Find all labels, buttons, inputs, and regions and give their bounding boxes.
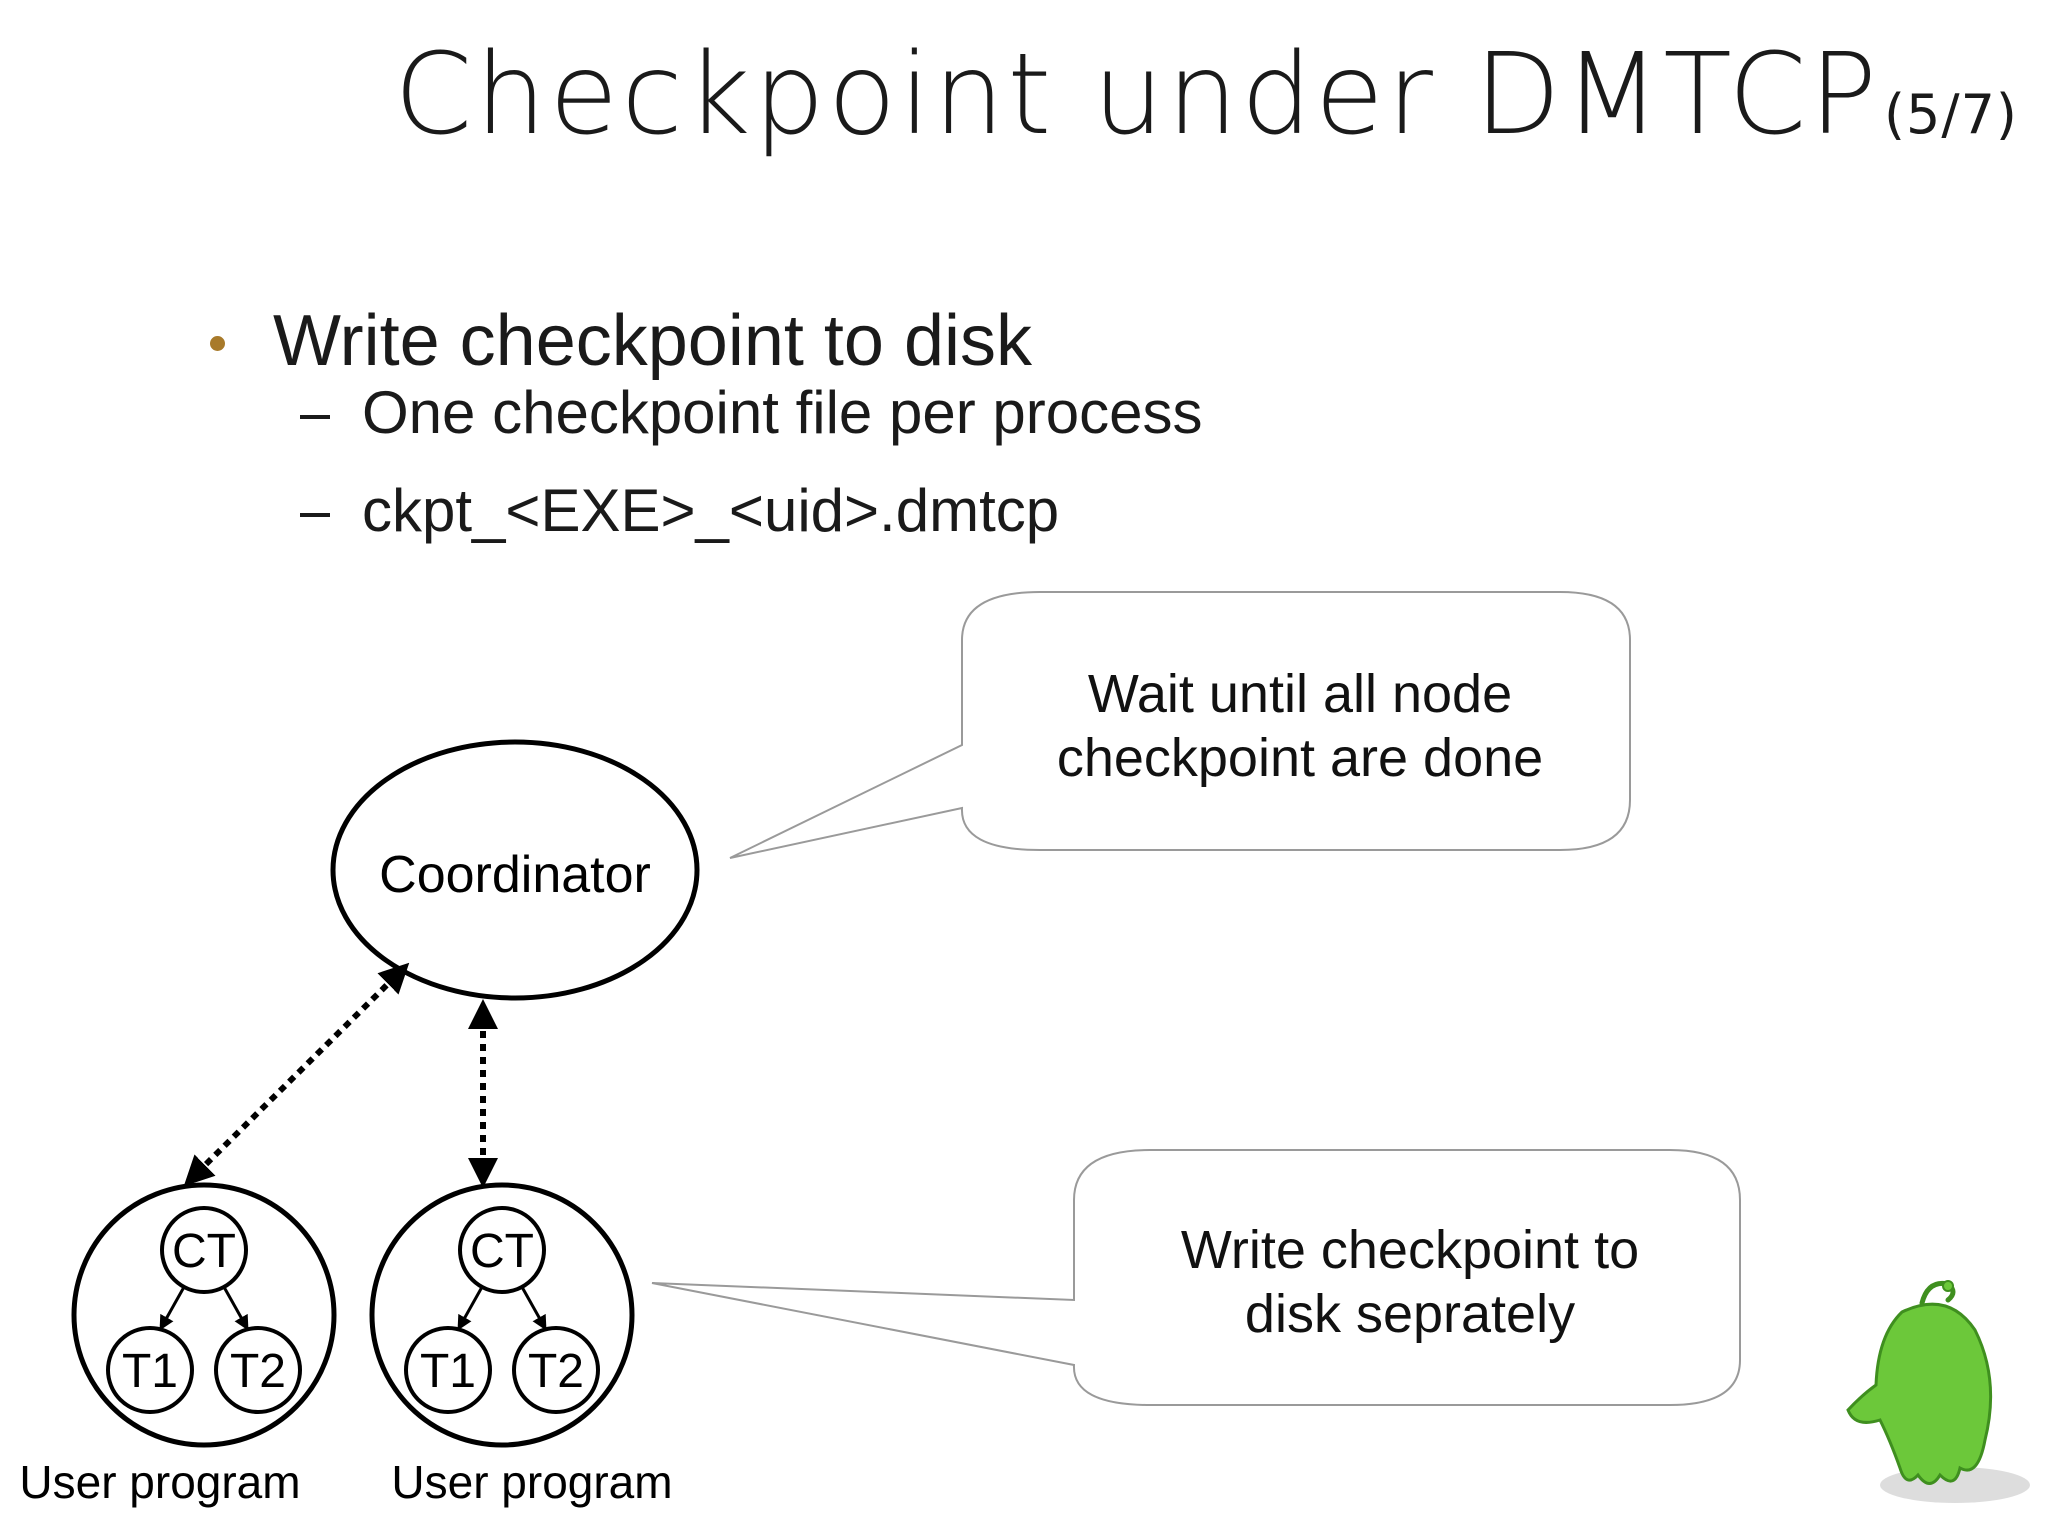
t1-label: T1 <box>420 1345 476 1398</box>
ct-node <box>160 1206 248 1294</box>
ct-label: CT <box>172 1225 236 1278</box>
coordinator-label: Coordinator <box>379 846 651 904</box>
green-mascot-icon <box>1846 1280 2030 1503</box>
callout-bottom-text: Write checkpoint to disk seprately <box>1100 1218 1720 1346</box>
dash-icon <box>300 414 330 419</box>
callout-top-line-1: Wait until all node <box>1087 664 1513 724</box>
sub-bullet-item: One checkpoint file per process <box>300 378 1202 447</box>
user-program-label: User program <box>391 1456 672 1508</box>
bullet-dot-icon <box>210 335 225 351</box>
t2-node <box>214 1326 302 1414</box>
title-counter: (5/7) <box>1883 83 2018 146</box>
t1-node <box>106 1326 194 1414</box>
bullet-text: Write checkpoint to disk <box>273 301 1032 381</box>
callout-bottom-line-2: disk seprately <box>1244 1284 1576 1344</box>
callout-bottom-line-1: Write checkpoint to <box>1180 1220 1640 1280</box>
callout-top-bubble <box>729 591 1631 859</box>
ct-node <box>458 1206 546 1294</box>
ct-t2-arrow <box>520 1286 547 1331</box>
callout-top-text: Wait until all node checkpoint are done <box>990 662 1610 790</box>
t2-node <box>512 1326 600 1414</box>
coordinator-node <box>330 739 700 1001</box>
ct-t1-arrow <box>457 1286 484 1331</box>
slide-title: Checkpoint under DMTCP(5/7) <box>0 30 2018 160</box>
sub-bullet-text: One checkpoint file per process <box>362 379 1203 446</box>
bullet-item: Write checkpoint to disk <box>210 300 1032 382</box>
user-program-label: User program <box>19 1456 300 1508</box>
process-node-2 <box>369 1182 635 1448</box>
t2-label: T2 <box>230 1345 286 1398</box>
t1-node <box>404 1326 492 1414</box>
sub-bullet-item: ckpt_<EXE>_<uid>.dmtcp <box>300 476 1059 545</box>
t1-label: T1 <box>122 1345 178 1398</box>
sub-bullet-text: ckpt_<EXE>_<uid>.dmtcp <box>362 477 1060 544</box>
ct-label: CT <box>470 1225 534 1278</box>
connector-arrow-left <box>183 962 410 1187</box>
callout-top-line-2: checkpoint are done <box>1056 728 1544 788</box>
title-text: Checkpoint under DMTCP <box>394 30 1880 160</box>
process-node-1 <box>71 1182 337 1448</box>
ct-t2-arrow <box>222 1286 249 1331</box>
t2-label: T2 <box>528 1345 584 1398</box>
ct-t1-arrow <box>159 1286 186 1331</box>
dash-icon <box>300 512 330 517</box>
bullet-list: Write checkpoint to disk <box>210 300 1032 382</box>
callout-bottom-bubble <box>651 1149 1741 1406</box>
